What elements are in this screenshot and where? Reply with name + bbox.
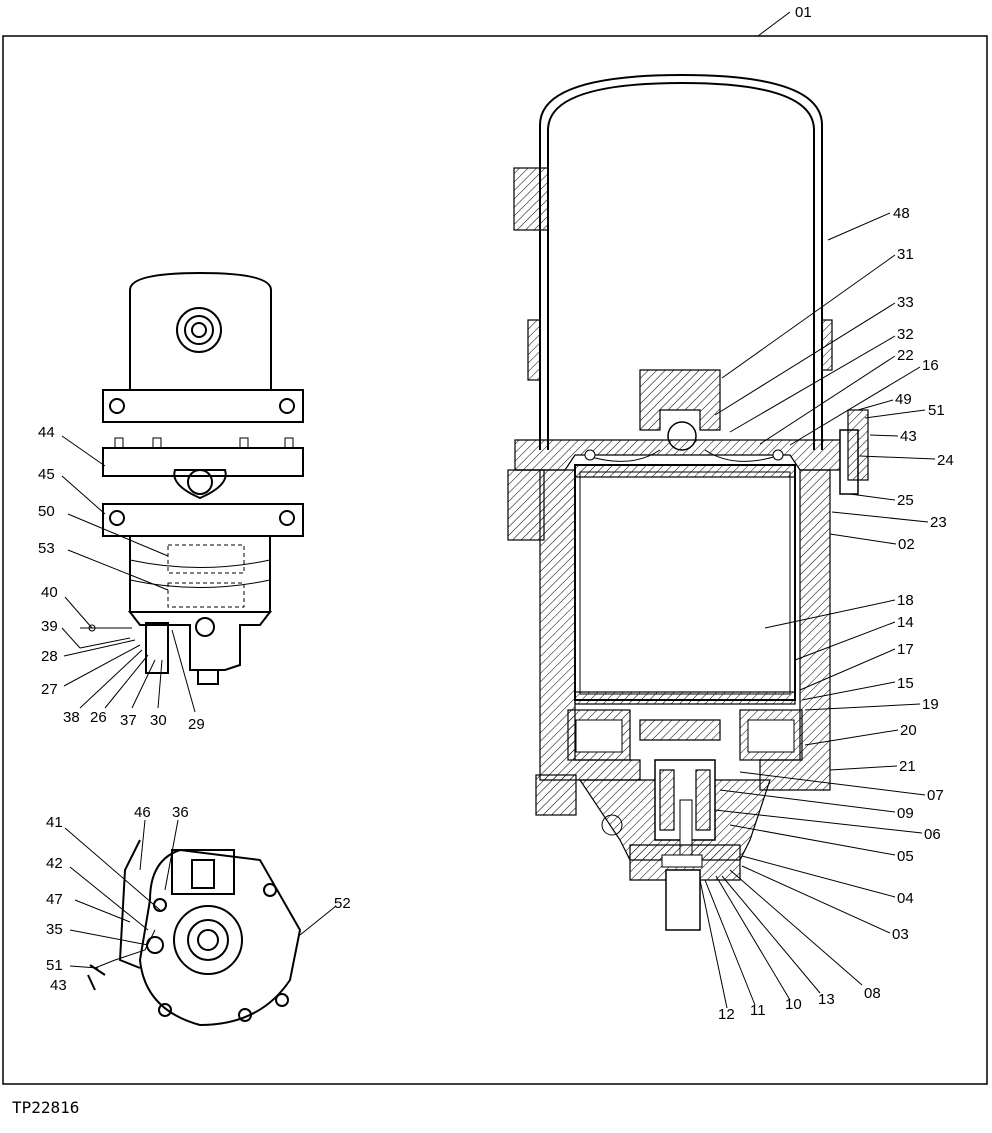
callout-44: 44: [38, 424, 55, 441]
callout-29: 29: [188, 716, 205, 733]
callout-37: 37: [120, 712, 137, 729]
callout-02: 02: [898, 536, 915, 553]
right-leader-lines: [699, 212, 936, 1009]
callout-16: 16: [922, 357, 939, 374]
callout-26: 26: [90, 709, 107, 726]
callout-40: 40: [41, 584, 58, 601]
callout-labels: 01 48 31 33 32 22 16 49 51 43 24 25 23 0…: [38, 4, 954, 1023]
callout-09: 09: [897, 805, 914, 822]
callout-28: 28: [41, 648, 58, 665]
front-view-leader-lines: [61, 435, 196, 713]
callout-41: 41: [46, 814, 63, 831]
callout-49: 49: [895, 391, 912, 408]
callout-45: 45: [38, 466, 55, 483]
callout-23: 23: [930, 514, 947, 531]
callout-51: 51: [928, 402, 945, 419]
callout-46: 46: [134, 804, 151, 821]
cross-section-view: [507, 73, 869, 931]
callout-14: 14: [897, 614, 914, 631]
callout-11: 11: [750, 1002, 766, 1019]
callout-10: 10: [785, 996, 802, 1013]
callout-42: 42: [46, 855, 63, 872]
callout-24: 24: [937, 452, 954, 469]
callout-08: 08: [864, 985, 881, 1002]
callout-27: 27: [41, 681, 58, 698]
callout-07: 07: [927, 787, 944, 804]
callout-36: 36: [172, 804, 189, 821]
bottom-view-leader-lines: [64, 819, 337, 969]
callout-52: 52: [334, 895, 351, 912]
bottom-view: [87, 839, 302, 1027]
callout-43: 43: [900, 428, 917, 445]
callout-25: 25: [897, 492, 914, 509]
callout-01: 01: [795, 4, 812, 21]
callout-51-bottom: 51: [46, 957, 63, 974]
callout-50: 50: [38, 503, 55, 520]
figure-code: TP22816: [12, 1098, 80, 1117]
callout-33: 33: [897, 294, 914, 311]
callout-32: 32: [897, 326, 914, 343]
callout-35: 35: [46, 921, 63, 938]
callout-53: 53: [38, 540, 55, 557]
callout-21: 21: [899, 758, 916, 775]
drawing-frame: [2, 35, 988, 1085]
callout-43-bottom: 43: [50, 977, 67, 994]
callout-22: 22: [897, 347, 914, 364]
callout-39: 39: [41, 618, 58, 635]
callout-06: 06: [924, 826, 941, 843]
callout-30: 30: [150, 712, 167, 729]
callout-38: 38: [63, 709, 80, 726]
callout-13: 13: [818, 991, 835, 1008]
callout-12: 12: [718, 1006, 735, 1023]
callout-04: 04: [897, 890, 914, 907]
callout-05: 05: [897, 848, 914, 865]
callout-15: 15: [897, 675, 914, 692]
callout-03: 03: [892, 926, 909, 943]
callout-20: 20: [900, 722, 917, 739]
callout-48: 48: [893, 205, 910, 222]
callout-17: 17: [897, 641, 914, 658]
front-view: [102, 271, 304, 685]
callout-19: 19: [922, 696, 939, 713]
callout-47: 47: [46, 891, 63, 908]
callout-18: 18: [897, 592, 914, 609]
callout-31: 31: [897, 246, 914, 263]
